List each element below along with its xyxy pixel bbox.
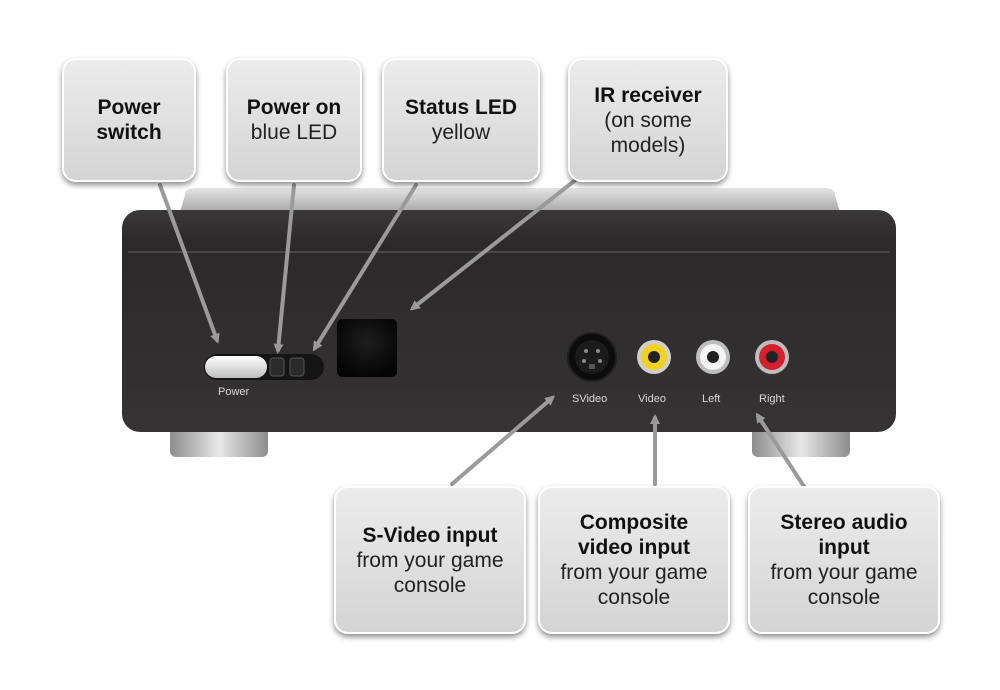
callout-power-on-title: Power on (246, 96, 342, 119)
callout-stereo-audio-input-subtitle: from your game console (770, 561, 918, 609)
status-led (289, 357, 305, 377)
callout-svideo-input: S-Video input from your game console (334, 486, 526, 634)
callout-power-switch-title: Power switch (96, 96, 162, 144)
label-svideo: SVideo (572, 393, 608, 405)
device-foot-right (752, 425, 850, 457)
callout-power-switch: Power switch (62, 58, 196, 182)
label-power: Power (218, 386, 250, 398)
arrow-svideo (450, 395, 556, 486)
callout-svideo-input-subtitle: from your game console (356, 548, 504, 597)
arrow-power-switch (158, 183, 220, 344)
callout-power-on: Power on blue LED (226, 58, 362, 182)
device-foot-left (170, 425, 268, 457)
label-right: Right (759, 393, 785, 405)
callout-status-led-subtitle: yellow (431, 121, 491, 144)
arrow-ir-receiver (409, 176, 580, 311)
callout-status-led-title: Status LED (404, 96, 517, 119)
callout-stereo-audio-input-title: Stereo audio input (780, 511, 908, 559)
callout-status-led: Status LED yellow (382, 58, 540, 182)
label-left: Left (702, 393, 721, 405)
callout-ir-receiver: IR receiver (on some models) (568, 58, 728, 182)
callout-stereo-audio-input: Stereo audio input from your game consol… (748, 486, 940, 634)
arrow-power-on (273, 183, 296, 354)
callout-svideo-input-title: S-Video input (362, 523, 498, 547)
power-on-led (269, 357, 285, 377)
ir-receiver-window (337, 319, 397, 377)
callout-ir-receiver-title: IR receiver (594, 83, 702, 107)
callout-composite-input: Composite video input from your game con… (538, 486, 730, 634)
power-switch-knob (205, 356, 267, 378)
callout-composite-input-title: Composite video input (578, 511, 690, 559)
arrow-status-led (312, 183, 418, 352)
device-top-lid (180, 188, 840, 212)
callout-power-on-subtitle: blue LED (250, 121, 338, 144)
arrow-stereo-audio (755, 412, 807, 490)
label-video: Video (638, 393, 666, 405)
callout-ir-receiver-subtitle: (on some models) (604, 108, 692, 157)
callout-composite-input-subtitle: from your game console (560, 561, 708, 609)
